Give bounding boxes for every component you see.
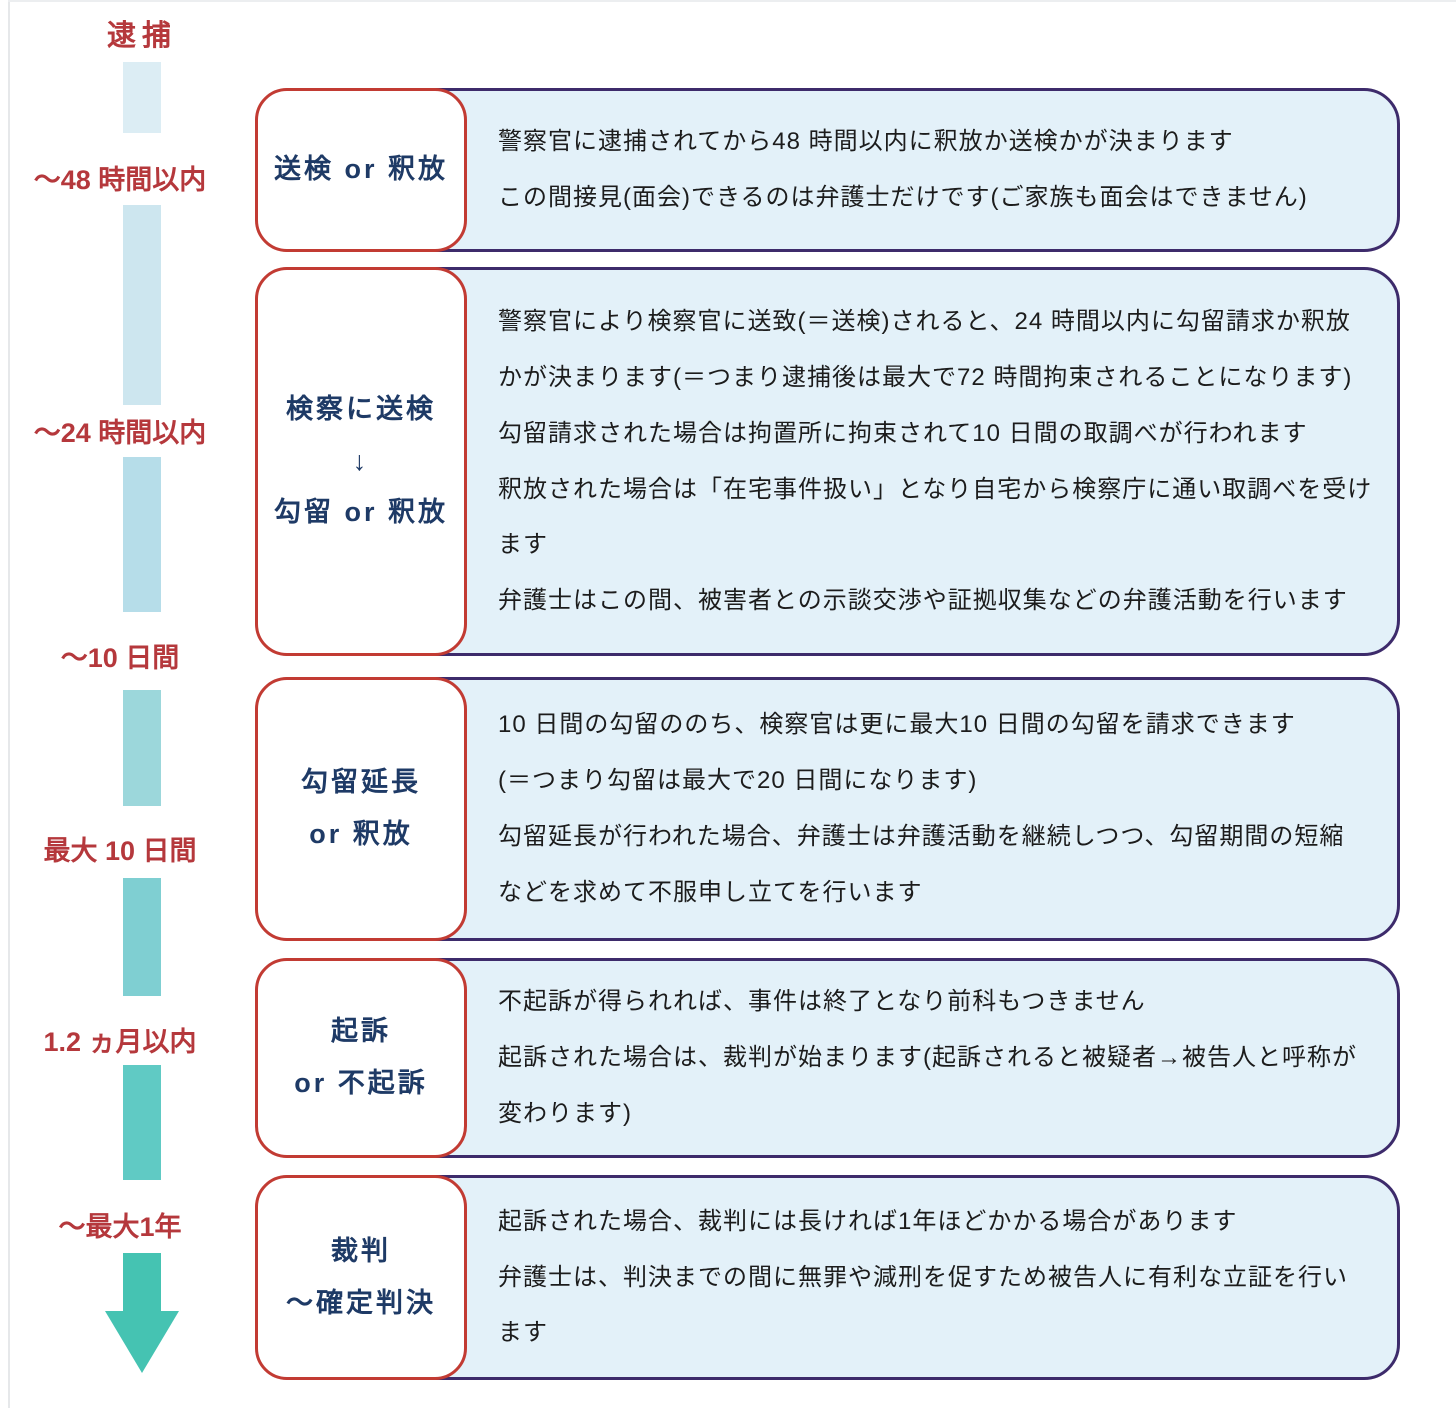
stage-title: 送検 or 釈放 [273, 154, 448, 185]
timeline-arrow-shaft [123, 1253, 161, 1311]
stage-title: 起訴 [331, 1016, 391, 1047]
stage-description: 不起訴が得られれば、事件は終了となり前科もつきません 起訴された場合は、裁判が始… [498, 961, 1357, 1155]
stage-box-indictment: 起訴 or 不起訴 不起訴が得られれば、事件は終了となり前科もつきません 起訴さ… [255, 958, 1400, 1158]
stage-title-box: 起訴 or 不起訴 [255, 958, 467, 1158]
timeline-label-max1y: ～最大1年 [58, 1212, 182, 1242]
timeline-arrow-segment [123, 62, 161, 133]
timeline-label-max10d: 最大 10 日間 [43, 836, 197, 866]
description-line: 弁護士はこの間、被害者との示談交渉や証拠収集などの弁護活動を行います [498, 587, 1348, 615]
description-line: ます [498, 531, 548, 559]
timeline-arrow-segment [123, 690, 161, 806]
stage-description: 警察官により検察官に送致(＝送検)されると、24 時間以内に勾留請求か釈放 かが… [498, 270, 1373, 653]
stage-title-box: 検察に送検 ↓ 勾留 or 釈放 [255, 267, 467, 656]
stage-description: 起訴された場合、裁判には長ければ1年ほどかかる場合があります 弁護士は、判決まで… [498, 1178, 1357, 1377]
timeline-label-10d: ～10 日間 [60, 643, 180, 673]
timeline-arrow-segment [123, 878, 161, 996]
stage-description: 10 日間の勾留ののち、検察官は更に最大10 日間の勾留を請求できます (＝つま… [498, 680, 1357, 938]
stage-title: 勾留延長 [301, 767, 421, 798]
stage-title: 裁判 [331, 1235, 391, 1266]
stage-title: ～確定判決 [286, 1287, 436, 1318]
description-line: 勾留請求された場合は拘置所に拘束されて10 日間の取調べが行われます [498, 419, 1308, 447]
description-line: 弁護士は、判決までの間に無罪や減刑を促すため被告人に有利な立証を行い [498, 1263, 1348, 1291]
description-line: 警察官により検察官に送致(＝送検)されると、24 時間以内に勾留請求か釈放 [498, 307, 1351, 335]
stage-title-box: 送検 or 釈放 [255, 88, 467, 252]
stage-title: 勾留 or 釈放 [273, 497, 448, 528]
description-line: 不起訴が得られれば、事件は終了となり前科もつきません [498, 988, 1146, 1016]
description-line: (＝つまり勾留は最大で20 日間になります) [498, 767, 978, 795]
page-edge-top [8, 0, 1456, 2]
timeline-start-label: 逮捕 [106, 20, 177, 52]
description-line: この間接見(面会)できるのは弁護士だけです(ご家族も面会はできません) [498, 184, 1308, 211]
description-line: 警察官に逮捕されてから48 時間以内に釈放か送検かが決まります [498, 128, 1234, 156]
timeline-arrow-segment [123, 457, 161, 612]
stage-title-box: 裁判 ～確定判決 [255, 1175, 467, 1380]
down-arrow-icon: ↓ [352, 445, 370, 476]
stage-title: 検察に送検 [286, 393, 436, 424]
description-line: などを求めて不服申し立てを行います [498, 878, 923, 906]
description-line: 変わります) [498, 1099, 632, 1127]
stage-box-trial: 裁判 ～確定判決 起訴された場合、裁判には長ければ1年ほどかかる場合があります … [255, 1175, 1400, 1380]
stage-title: or 不起訴 [294, 1068, 428, 1098]
timeline-arrow-segment [123, 1065, 161, 1180]
description-line: かが決まります(＝つまり逮捕後は最大で72 時間拘束されることになります) [498, 363, 1353, 391]
stage-box-soken-or-release: 送検 or 釈放 警察官に逮捕されてから48 時間以内に釈放か送検かが決まります… [255, 88, 1400, 252]
stage-box-detention-extension: 勾留延長 or 釈放 10 日間の勾留ののち、検察官は更に最大10 日間の勾留を… [255, 677, 1400, 941]
timeline-label-1-2m: 1.2 ヵ月以内 [43, 1027, 197, 1057]
description-line: 釈放された場合は「在宅事件扱い」となり自宅から検察庁に通い取調べを受け [498, 475, 1373, 503]
stage-title-box: 勾留延長 or 釈放 [255, 677, 467, 941]
timeline-arrow-segment [123, 205, 161, 405]
timeline-label-24h: ～24 時間以内 [33, 418, 207, 448]
stage-title: or 釈放 [309, 819, 413, 849]
page-edge-left [8, 0, 10, 1408]
description-line: 勾留延長が行われた場合、弁護士は弁護活動を継続しつつ、勾留期間の短縮 [498, 823, 1345, 850]
description-line: 10 日間の勾留ののち、検察官は更に最大10 日間の勾留を請求できます [498, 711, 1296, 739]
timeline-label-48h: ～48 時間以内 [33, 165, 207, 195]
stage-description: 警察官に逮捕されてから48 時間以内に釈放か送検かが決まります この間接見(面会… [498, 91, 1357, 249]
description-line: 起訴された場合は、裁判が始まります(起訴されると被疑者→被告人と呼称が [498, 1044, 1357, 1072]
description-line: 起訴された場合、裁判には長ければ1年ほどかかる場合があります [498, 1207, 1238, 1235]
stage-box-prosecutor-detention: 検察に送検 ↓ 勾留 or 釈放 警察官により検察官に送致(＝送検)されると、2… [255, 267, 1400, 656]
timeline-arrowhead-icon [105, 1311, 179, 1373]
description-line: ます [498, 1319, 548, 1347]
